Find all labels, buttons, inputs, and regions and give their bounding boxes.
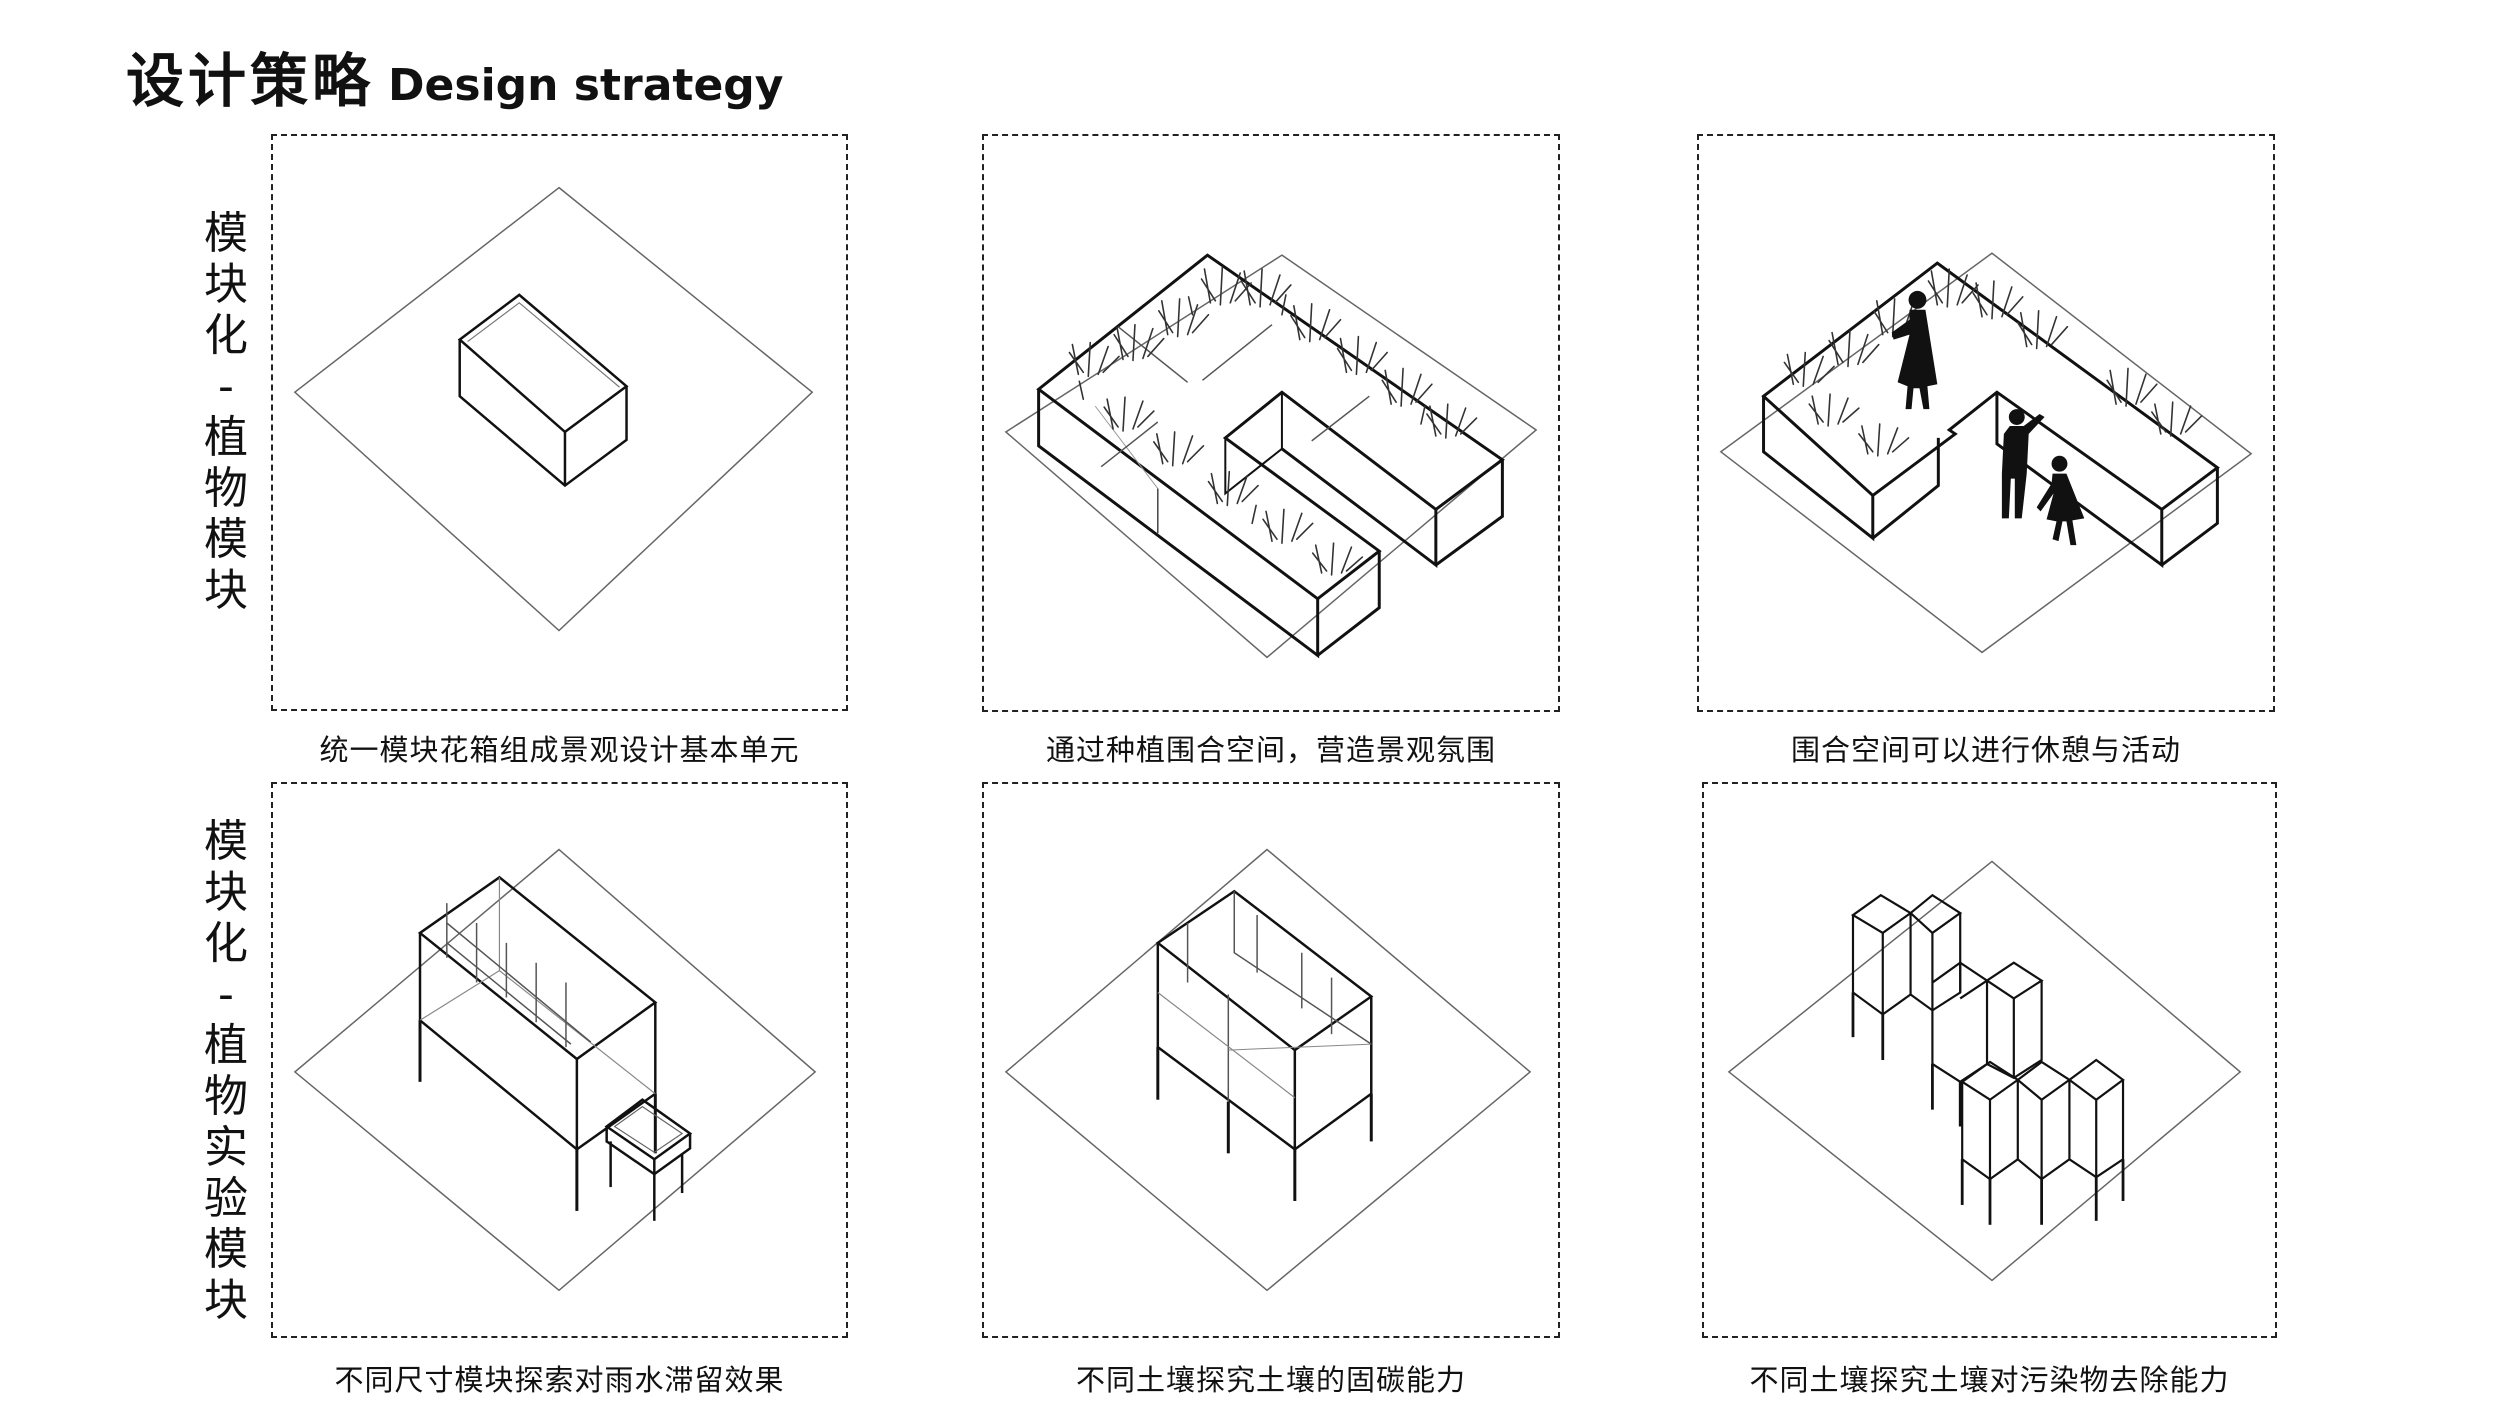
row-label-char: 化	[204, 310, 248, 361]
row-label-char: 模	[204, 208, 248, 259]
row-label-char: 模	[204, 514, 248, 565]
title-chinese: 设计策略	[126, 47, 375, 115]
row-label-char: 块	[204, 259, 248, 310]
caption-carbon-module: 不同土壤探究土壤的固碳能力	[1075, 1363, 1466, 1397]
row-label-char: 验	[204, 1173, 248, 1224]
people-silhouettes	[1891, 290, 2085, 546]
rainwater-module-drawing	[293, 848, 817, 1292]
activity-space-drawing	[1719, 252, 2253, 654]
carbon-module-drawing	[1004, 848, 1532, 1292]
caption-activity-space: 围合空间可以进行休憩与活动	[1790, 733, 2181, 767]
row-label-char: 物	[204, 1071, 248, 1122]
page-title: 设计策略 Design strategy	[126, 30, 783, 110]
pollutant-module-drawing	[1727, 860, 2242, 1282]
panel-planting-enclosure	[982, 134, 1560, 712]
panel-activity-space	[1697, 134, 2275, 712]
row-label-char: 植	[204, 1020, 248, 1071]
single-planter-drawing	[293, 186, 814, 632]
row-label-char: 物	[204, 463, 248, 514]
row-label-char: 化	[204, 918, 248, 969]
row-label-experimental-module: 模 块 化 - 植 物 实 验 模 块	[204, 816, 248, 1326]
panel-rainwater-module	[271, 782, 848, 1338]
panel-carbon-module	[982, 782, 1560, 1338]
caption-single-module: 统一模块花箱组成景观设计基本单元	[319, 733, 800, 767]
title-english: Design strategy	[388, 60, 784, 111]
row-label-char: 块	[204, 867, 248, 918]
row-label-char: -	[218, 969, 234, 1020]
enclosure-planting-drawing	[1004, 253, 1538, 659]
row-label-char: 块	[204, 565, 248, 616]
row-label-char: 实	[204, 1122, 248, 1173]
caption-pollutant-module: 不同土壤探究土壤对污染物去除能力	[1749, 1363, 2230, 1397]
row-label-char: -	[218, 361, 234, 412]
row-label-char: 模	[204, 1224, 248, 1275]
caption-rainwater-module: 不同尺寸模块探索对雨水滞留效果	[334, 1363, 785, 1397]
row-label-planting-module: 模 块 化 - 植 物 模 块	[204, 208, 248, 616]
row-label-char: 模	[204, 816, 248, 867]
row-label-char: 块	[204, 1275, 248, 1326]
row-label-char: 植	[204, 412, 248, 463]
caption-planting-enclosure: 通过种植围合空间，营造景观氛围	[1045, 733, 1496, 767]
panel-pollutant-module	[1702, 782, 2277, 1338]
panel-single-module	[271, 134, 848, 711]
